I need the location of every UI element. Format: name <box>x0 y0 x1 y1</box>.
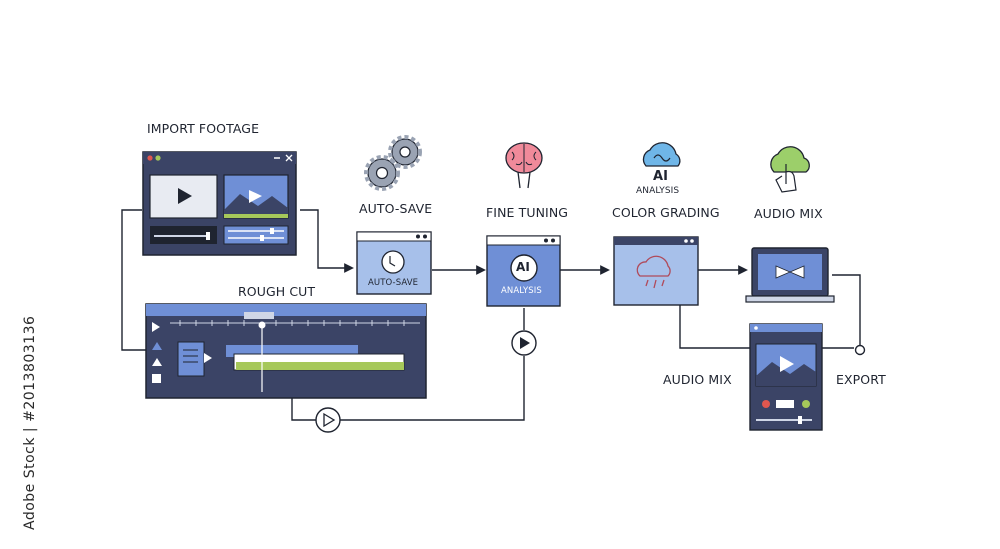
side-credit-text: Adobe Stock | #201380313​6 <box>22 315 38 530</box>
audio-mix-top-label: AUDIO MIX <box>754 206 823 221</box>
audio-mix-bottom-label: AUDIO MIX <box>663 372 732 387</box>
connectors <box>121 209 861 421</box>
play-icon <box>178 188 192 204</box>
ai-analysis-top-sub: ANALYSIS <box>636 186 680 196</box>
cloud-touch-icon <box>770 146 810 193</box>
gears-icon <box>364 135 422 191</box>
auto-save-label: AUTO-SAVE <box>359 201 433 216</box>
auto-save-inner-label: AUTO-SAVE <box>368 278 419 288</box>
rough-cut-label: ROUGH CUT <box>238 284 316 299</box>
export-node <box>854 344 866 356</box>
auto-save-window <box>356 231 432 295</box>
import-footage-window <box>142 151 297 256</box>
import-footage-label: IMPORT FOOTAGE <box>147 121 260 136</box>
fine-tuning-window <box>486 235 561 307</box>
export-label: EXPORT <box>836 372 886 387</box>
rough-cut-play-button[interactable] <box>315 407 341 433</box>
color-grading-window <box>613 236 699 306</box>
color-grading-label: COLOR GRADING <box>612 205 720 220</box>
fine-tuning-ai-badge: AI <box>516 260 530 274</box>
fine-tuning-play-button[interactable] <box>511 330 537 356</box>
brain-icon <box>505 142 543 189</box>
ai-analysis-top-label: AI <box>653 169 669 184</box>
fine-tuning-label: FINE TUNING <box>486 205 569 220</box>
cloud-wave-icon <box>642 142 681 167</box>
player-window-icon <box>749 323 823 431</box>
rough-cut-window <box>145 303 427 399</box>
laptop-icon <box>745 247 835 303</box>
fine-tuning-analysis-sub: ANALYSIS <box>501 286 542 296</box>
